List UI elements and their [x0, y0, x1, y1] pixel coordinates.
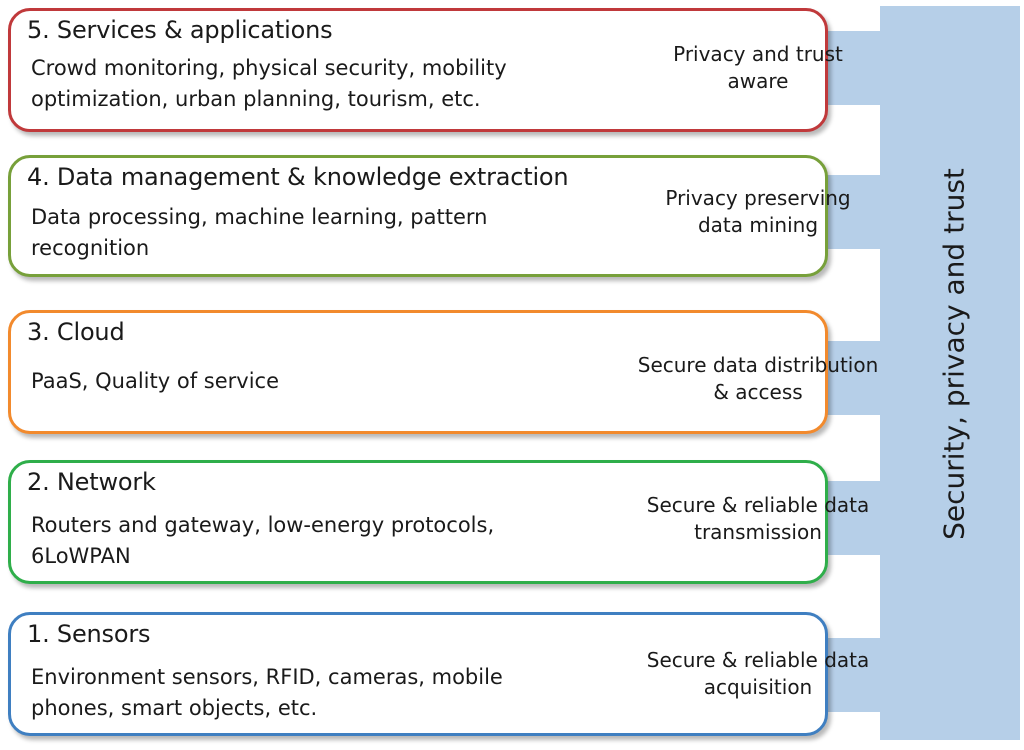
arrow-label-secure-transmission: Secure & reliable data transmission: [646, 493, 870, 544]
layer-box-sensors: 1. Sensors Environment sensors, RFID, ca…: [8, 612, 828, 736]
layer-title: 2. Network: [27, 468, 156, 496]
layer-description: PaaS, Quality of service: [31, 369, 279, 393]
layer-description: Data processing, machine learning, patte…: [31, 205, 488, 260]
arrow-label-secure-acquisition: Secure & reliable data acquisition: [646, 648, 870, 699]
layer-title: 1. Sensors: [27, 620, 151, 648]
layer-box-services-applications: 5. Services & applications Crowd monitor…: [8, 8, 828, 132]
arrow-label-secure-distribution: Secure data distribution & access: [637, 353, 879, 404]
arrow-label-privacy-preserving-mining: Privacy preserving data mining: [665, 186, 851, 237]
layer-box-cloud: 3. Cloud PaaS, Quality of service: [8, 310, 828, 434]
layer-box-data-management: 4. Data management & knowledge extractio…: [8, 155, 828, 277]
layer-description: Crowd monitoring, physical security, mob…: [31, 56, 507, 111]
vertical-security-bar: [880, 6, 1020, 740]
vertical-bar-label: Security, privacy and trust: [937, 168, 971, 540]
arrow-label-privacy-trust-aware: Privacy and trust aware: [673, 42, 843, 93]
layer-description: Environment sensors, RFID, cameras, mobi…: [31, 665, 503, 720]
layer-box-network: 2. Network Routers and gateway, low-ener…: [8, 460, 828, 584]
layer-title: 3. Cloud: [27, 318, 125, 346]
layer-title: 5. Services & applications: [27, 16, 333, 44]
layer-title: 4. Data management & knowledge extractio…: [27, 163, 569, 191]
layer-description: Routers and gateway, low-energy protocol…: [31, 513, 495, 568]
